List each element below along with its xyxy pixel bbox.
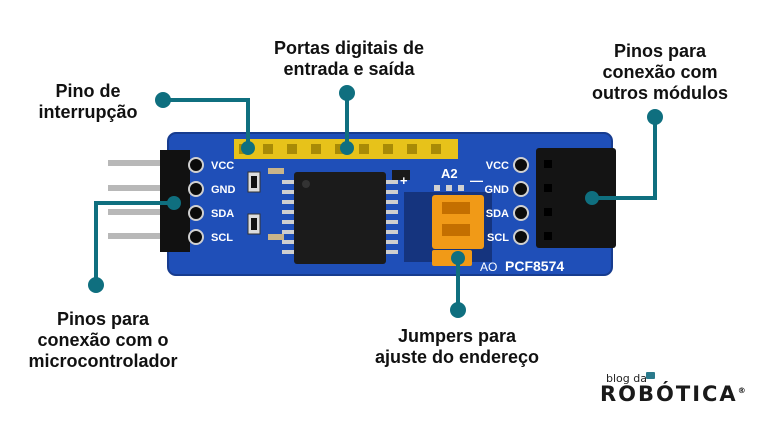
chip-name-text: PCF8574 [505, 258, 564, 274]
address-jumpers-label: Jumpers para ajuste do endereço [374, 326, 540, 367]
right-pin-pads [513, 157, 529, 245]
microcontroller-pins-label: Pinos para conexão com o microcontrolado… [28, 309, 178, 371]
jumper-minus-sign: — [470, 173, 483, 188]
left-pin-label-sda: SDA [211, 208, 234, 220]
right-pin-label-gnd: GND [485, 184, 510, 196]
jumper-a2-label: A2 [441, 166, 458, 181]
other-modules-label: Pinos para conexão com outros módulos [592, 41, 728, 103]
left-pin-label-gnd: GND [211, 184, 236, 196]
jumper-plus-sign: + [400, 173, 408, 188]
callout-lines [94, 91, 657, 312]
left-pin-pads [188, 157, 204, 245]
right-pin-label-sda: SDA [486, 208, 509, 220]
brand-tagline: blog da [606, 372, 647, 385]
right-pin-label-vcc: VCC [486, 160, 509, 172]
address-jumpers [404, 185, 492, 266]
digital-ports-label: Portas digitais de entrada e saída [273, 38, 425, 79]
chip-prefix-text: AO [480, 260, 497, 274]
pcf8574-ic [282, 172, 398, 264]
interrupt-pin-label: Pino de interrupção [38, 81, 138, 122]
smd-components [247, 168, 410, 240]
brand-logo-text: ROBÓTICA [600, 382, 738, 406]
left-pin-label-vcc: VCC [211, 160, 234, 172]
brand-logo: ROBÓTICA® [600, 382, 746, 406]
callout-dots [88, 85, 663, 318]
right-pin-label-scl: SCL [487, 232, 509, 244]
right-header-sockets [544, 160, 552, 240]
right-female-header [536, 148, 616, 248]
brand-registered-mark: ® [737, 386, 746, 395]
left-male-pins [108, 160, 164, 239]
robot-icon [646, 372, 655, 379]
left-pin-label-scl: SCL [211, 232, 233, 244]
